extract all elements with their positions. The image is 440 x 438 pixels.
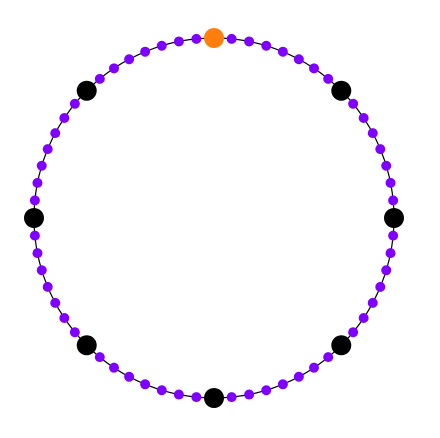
track-dot[interactable] (261, 40, 272, 51)
marker-piece[interactable] (76, 335, 97, 356)
track-dot[interactable] (59, 313, 70, 323)
track-dot[interactable] (277, 379, 288, 390)
marker-piece[interactable] (76, 80, 97, 101)
track-dot[interactable] (375, 281, 386, 292)
track-dot[interactable] (156, 40, 167, 51)
track-dot[interactable] (173, 36, 184, 47)
track-dot[interactable] (140, 379, 151, 390)
track-dot[interactable] (358, 313, 369, 323)
track-dot[interactable] (367, 297, 378, 308)
track-dot[interactable] (385, 177, 396, 188)
track-dot[interactable] (69, 327, 80, 338)
track-dot[interactable] (42, 281, 53, 292)
track-dot[interactable] (29, 195, 40, 206)
track-dot[interactable] (348, 327, 359, 338)
track-dot[interactable] (358, 113, 369, 123)
track-dot[interactable] (375, 144, 386, 155)
track-dot[interactable] (367, 128, 378, 139)
marker-piece[interactable] (24, 208, 44, 228)
track-dot[interactable] (348, 98, 359, 109)
track-dot[interactable] (244, 36, 255, 47)
track-dot[interactable] (32, 177, 43, 188)
track-dot[interactable] (109, 63, 119, 74)
track-dot[interactable] (173, 389, 184, 400)
track-dot[interactable] (36, 160, 47, 171)
track-dot[interactable] (381, 160, 392, 171)
track-dot[interactable] (69, 98, 80, 109)
track-dot[interactable] (381, 265, 392, 276)
track-dot[interactable] (29, 230, 40, 241)
track-dot[interactable] (59, 113, 70, 123)
track-dot[interactable] (140, 46, 151, 57)
track-dot[interactable] (42, 144, 53, 155)
track-dot[interactable] (261, 385, 272, 396)
highlight-piece[interactable] (204, 28, 224, 48)
marker-piece[interactable] (384, 208, 404, 228)
track-dot[interactable] (309, 362, 319, 373)
track-dot[interactable] (244, 389, 255, 400)
track-dot[interactable] (388, 230, 399, 241)
marker-piece[interactable] (331, 335, 352, 356)
track-dot[interactable] (309, 63, 319, 74)
track-dot[interactable] (124, 54, 135, 65)
track-dot[interactable] (94, 73, 105, 84)
track-dot[interactable] (191, 392, 202, 403)
track-dot[interactable] (191, 33, 202, 44)
track-dot[interactable] (277, 46, 288, 57)
track-dot[interactable] (124, 371, 135, 382)
track-dot[interactable] (36, 265, 47, 276)
track-dot[interactable] (226, 392, 237, 403)
track-dot[interactable] (385, 248, 396, 259)
track-dot[interactable] (388, 195, 399, 206)
marker-piece[interactable] (331, 80, 352, 101)
track-dot[interactable] (50, 128, 61, 139)
track-dot[interactable] (293, 54, 304, 65)
track-dot[interactable] (293, 371, 304, 382)
track-dot[interactable] (32, 248, 43, 259)
ring-dots (24, 28, 404, 408)
track-dot[interactable] (109, 362, 119, 373)
track-dot[interactable] (156, 385, 167, 396)
track-dot[interactable] (323, 73, 334, 84)
track-dot[interactable] (50, 297, 61, 308)
track-dot[interactable] (323, 352, 334, 363)
track-dot[interactable] (94, 352, 105, 363)
track-dot[interactable] (226, 33, 237, 44)
marker-piece[interactable] (204, 388, 224, 408)
